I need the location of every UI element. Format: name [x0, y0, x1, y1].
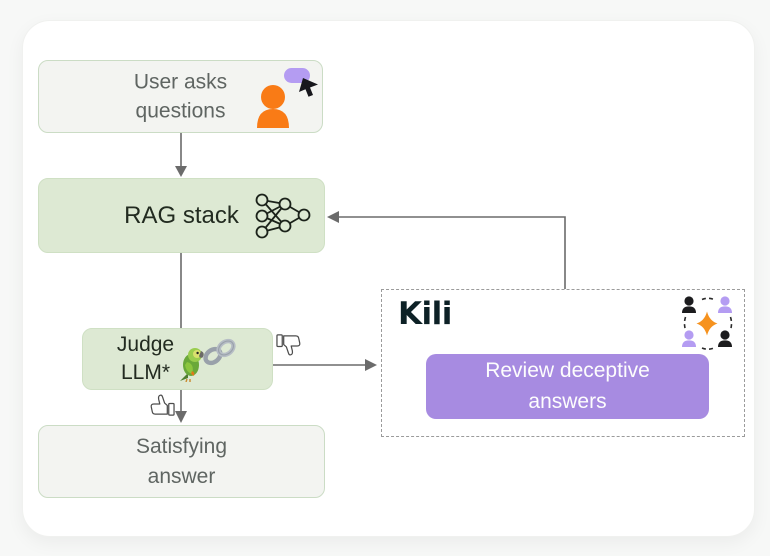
- sparkle-icon: [696, 311, 718, 336]
- node-label: RAG stack: [124, 201, 239, 229]
- button-label-line2: answers: [528, 389, 607, 413]
- node-label-line2: LLM*: [120, 361, 171, 384]
- chain-link-icon: [203, 338, 236, 366]
- node-label-line1: User asks: [133, 70, 228, 94]
- cursor-icon: [299, 78, 318, 97]
- flow-node-judge-llm: Judge LLM*: [82, 328, 273, 390]
- node-label-line1: Satisfying: [135, 435, 228, 459]
- review-deceptive-answers-button[interactable]: Review deceptive answers: [426, 354, 709, 419]
- flow-node-satisfying-answer: Satisfying answer: [38, 425, 325, 498]
- node-label-line1: Judge: [116, 332, 175, 356]
- langchain-icons: [178, 338, 238, 382]
- reviewers-sparkle-icon: [682, 296, 733, 351]
- node-label-line2: questions: [135, 99, 226, 123]
- node-label: User asks questions: [39, 67, 322, 126]
- flow-node-user-asks-questions: User asks questions: [38, 60, 323, 133]
- node-label: Judge LLM*: [117, 331, 174, 388]
- node-label-line2: answer: [147, 464, 216, 488]
- kili-panel: Kili Review deceptive answers: [381, 289, 745, 437]
- user-question-icon: [257, 68, 318, 128]
- kili-logo: Kili: [398, 296, 452, 332]
- thumbs-down-icon: [276, 334, 301, 356]
- button-label-line1: Review deceptive: [485, 359, 650, 383]
- thumbs-up-icon: [150, 394, 175, 416]
- parrot-icon: [180, 348, 204, 382]
- flow-node-rag-stack: RAG stack: [38, 178, 325, 253]
- node-label: Satisfying answer: [136, 432, 227, 491]
- neural-network-icon: [255, 193, 311, 238]
